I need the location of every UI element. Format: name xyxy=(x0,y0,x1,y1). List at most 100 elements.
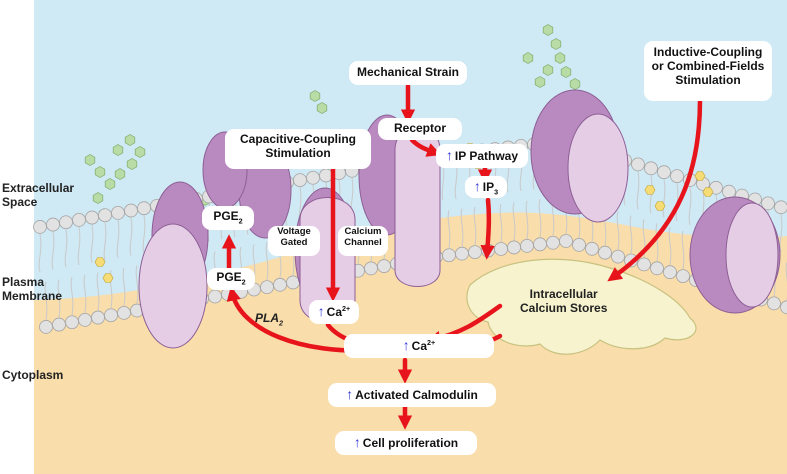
lipid-head xyxy=(306,170,320,185)
lipid-head xyxy=(111,205,125,220)
ip-pathway-text: IP Pathway xyxy=(454,149,519,163)
inductive-line-1: Inductive-Coupling xyxy=(653,45,763,59)
lipid-head xyxy=(572,237,586,252)
ip3-base: IP xyxy=(482,180,495,194)
cholesterol-ring xyxy=(102,273,114,283)
lipid-tail xyxy=(129,217,139,304)
extracellular-space-label: Extracellular Space xyxy=(2,181,75,210)
lipid-head xyxy=(657,165,671,180)
glycan-sugar xyxy=(316,102,328,114)
voltage-gated-label: Voltage Gated xyxy=(268,226,320,256)
pla2-base: PLA xyxy=(255,311,279,325)
lipid-head xyxy=(377,259,391,273)
lipid-head xyxy=(137,201,151,216)
lipid-head xyxy=(507,240,521,255)
glycan-sugar xyxy=(124,134,136,146)
lipid-tail xyxy=(77,226,87,313)
glycan-sugar xyxy=(550,38,562,50)
pge2-top-box: PGE2 xyxy=(202,206,254,230)
lipid-head xyxy=(59,215,73,230)
pla2-subscript: 2 xyxy=(279,318,283,328)
pge2-mid-base: PGE xyxy=(216,270,242,284)
lipid-head xyxy=(455,246,469,261)
glycan-sugar xyxy=(534,76,546,88)
receptor-box: Receptor xyxy=(378,118,462,140)
lipid-head xyxy=(65,315,79,330)
lipid-head xyxy=(117,305,131,320)
lipid-head xyxy=(46,217,60,232)
glycan-sugar xyxy=(114,168,126,180)
glycan-sugar xyxy=(309,90,321,102)
voltage-line-2: Gated xyxy=(280,236,308,248)
extracellular-line-1: Extracellular xyxy=(2,181,75,195)
lipid-head xyxy=(670,169,684,184)
ip-pathway-box: ↑IP Pathway xyxy=(436,144,528,168)
glycan-sugar xyxy=(112,144,124,156)
channel-line-1: Calcium xyxy=(344,226,382,237)
glycan-sugar xyxy=(104,178,116,190)
lipid-head xyxy=(85,210,99,225)
lipid-head xyxy=(533,237,547,252)
glycan-sugar xyxy=(560,66,572,78)
lipid-head xyxy=(72,212,86,227)
lipid-head xyxy=(722,184,736,199)
proliferation-text: Cell proliferation xyxy=(362,436,459,450)
channel-ca-base: Ca xyxy=(326,305,343,319)
arrow-ip3-to-stores xyxy=(480,197,495,260)
extracellular-line-2: Space xyxy=(2,194,38,209)
capacitive-line-2: Stimulation xyxy=(265,145,331,160)
glycan-sugar xyxy=(94,166,106,178)
arrow-receptor-to-ip xyxy=(409,137,442,157)
glycan-sugar xyxy=(522,52,534,64)
lipid-head xyxy=(39,320,53,334)
calcium-channel-label: Calcium Channel xyxy=(338,226,388,256)
up-arrow-icon: ↑ xyxy=(445,148,453,163)
channel-ca-superscript: 2+ xyxy=(342,304,351,313)
lipid-head xyxy=(364,261,378,276)
glycan-sugar xyxy=(542,64,554,76)
glycan-sugar xyxy=(569,78,581,90)
lipid-head xyxy=(293,173,307,188)
plasma-line-1: Plasma xyxy=(2,275,45,289)
glycan-sugar xyxy=(92,192,104,204)
inductive-line-2: or Combined-Fields xyxy=(651,58,765,73)
activated-calmodulin-box: ↑Activated Calmodulin xyxy=(328,383,496,407)
cytoplasm-label: Cytoplasm xyxy=(2,368,64,382)
up-arrow-icon: ↑ xyxy=(402,338,410,353)
lipid-head xyxy=(644,161,658,176)
lipid-tail xyxy=(64,229,74,316)
pla2-label: PLA2 xyxy=(255,311,283,328)
lipid-head xyxy=(104,308,118,323)
lipid-tail xyxy=(38,233,48,321)
membrane-proteins xyxy=(138,89,781,349)
capacitive-coupling-box: Capacitive-Coupling Stimulation xyxy=(225,129,371,169)
lipid-head xyxy=(767,296,781,311)
lipid-head xyxy=(637,257,651,272)
lipid-tail xyxy=(116,219,126,306)
pge2-top-base: PGE xyxy=(213,209,239,223)
lipid-head xyxy=(273,277,287,292)
calcium-stores-label: Intracellular Calcium Stores xyxy=(520,287,607,316)
glycan-sugar xyxy=(554,52,566,64)
cholesterol-ring xyxy=(94,257,106,267)
cytoplasm-ca-superscript: 2+ xyxy=(427,338,436,347)
lipid-head xyxy=(78,312,92,327)
lipid-head xyxy=(468,245,482,260)
lipid-head xyxy=(286,275,300,290)
cell-proliferation-box: ↑Cell proliferation xyxy=(335,431,477,455)
lipid-head xyxy=(559,234,573,248)
cholesterol-ring xyxy=(644,185,656,195)
lipid-head xyxy=(611,249,625,264)
mechanical-strain-box: Mechanical Strain xyxy=(349,61,467,85)
lipid-head xyxy=(598,245,612,260)
lipid-head xyxy=(33,220,47,234)
cytoplasm-ca-base: Ca xyxy=(411,339,428,353)
lipid-head xyxy=(676,269,690,284)
lipid-head xyxy=(546,235,560,250)
lipid-tail xyxy=(103,222,113,309)
lipid-head xyxy=(780,300,787,315)
cytoplasm-calcium-box: ↑Ca2+ xyxy=(344,334,494,358)
glycan-chains xyxy=(84,24,581,220)
lipid-head xyxy=(52,317,66,332)
